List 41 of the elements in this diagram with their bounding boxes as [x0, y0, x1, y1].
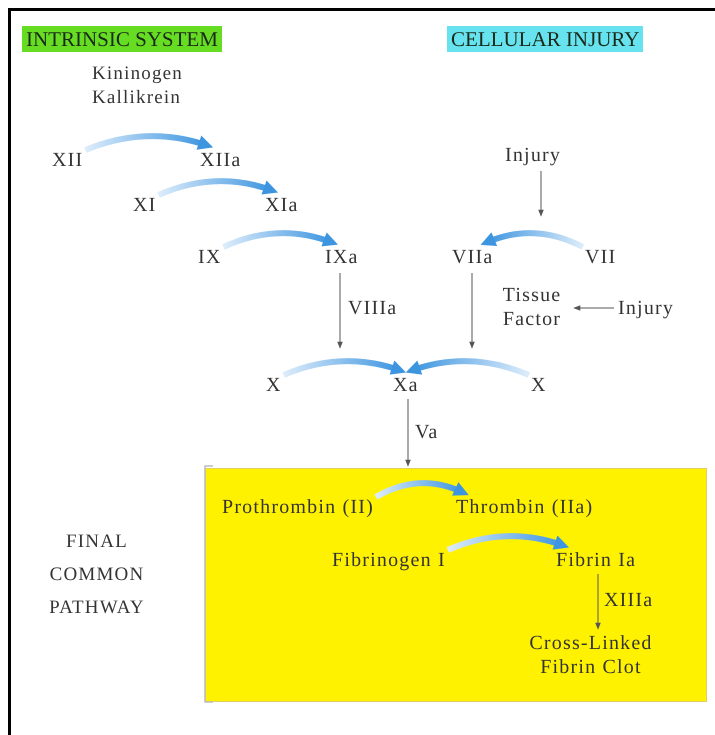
conversion-arrow: [446, 533, 570, 553]
factor-label: IXa: [325, 245, 359, 269]
conversion-arrow: [157, 178, 278, 198]
factor-label: IX: [198, 245, 222, 269]
factor-label: XII: [52, 148, 84, 172]
arrow: [595, 574, 601, 630]
conversion-arrow: [374, 480, 469, 500]
factor-label: Prothrombin (II): [222, 495, 374, 519]
factor-label: Tissue Factor: [492, 283, 572, 331]
pathway-panel: [205, 468, 707, 702]
arrow: [405, 398, 411, 467]
factor-label: Cross-Linked Fibrin Clot: [506, 631, 676, 679]
section-header: INTRINSIC SYSTEM: [22, 26, 222, 52]
section-header: CELLULAR INJURY: [447, 26, 644, 52]
conversion-arrow: [480, 230, 584, 250]
factor-label: Fibrinogen I: [332, 548, 446, 572]
factor-label: VII: [585, 245, 616, 269]
factor-label: Fibrin Ia: [556, 548, 636, 572]
factor-label: Injury: [618, 296, 674, 320]
edge-label: XIIIa: [604, 588, 654, 612]
arrow: [538, 170, 544, 217]
arrow: [337, 272, 343, 349]
arrow: [469, 272, 475, 349]
factor-label: Xa: [393, 373, 419, 397]
factor-label: XIa: [265, 193, 299, 217]
conversion-arrow: [84, 133, 214, 153]
factor-label: XI: [133, 193, 157, 217]
arrow: [573, 305, 614, 311]
edge-label: VIIIa: [348, 296, 398, 320]
edge-label: Kininogen Kallikrein: [92, 62, 184, 110]
section-label: FINAL COMMON PATHWAY: [48, 530, 146, 620]
conversion-arrow: [282, 358, 406, 378]
factor-label: X: [266, 373, 282, 397]
factor-label: VIIa: [452, 245, 494, 269]
factor-label: Thrombin (IIa): [456, 495, 594, 519]
conversion-arrow: [222, 230, 338, 250]
factor-label: X: [531, 373, 547, 397]
factor-label: XIIa: [200, 148, 242, 172]
edge-label: Va: [415, 420, 439, 444]
factor-label: Injury: [505, 143, 562, 167]
conversion-arrow: [406, 358, 530, 378]
